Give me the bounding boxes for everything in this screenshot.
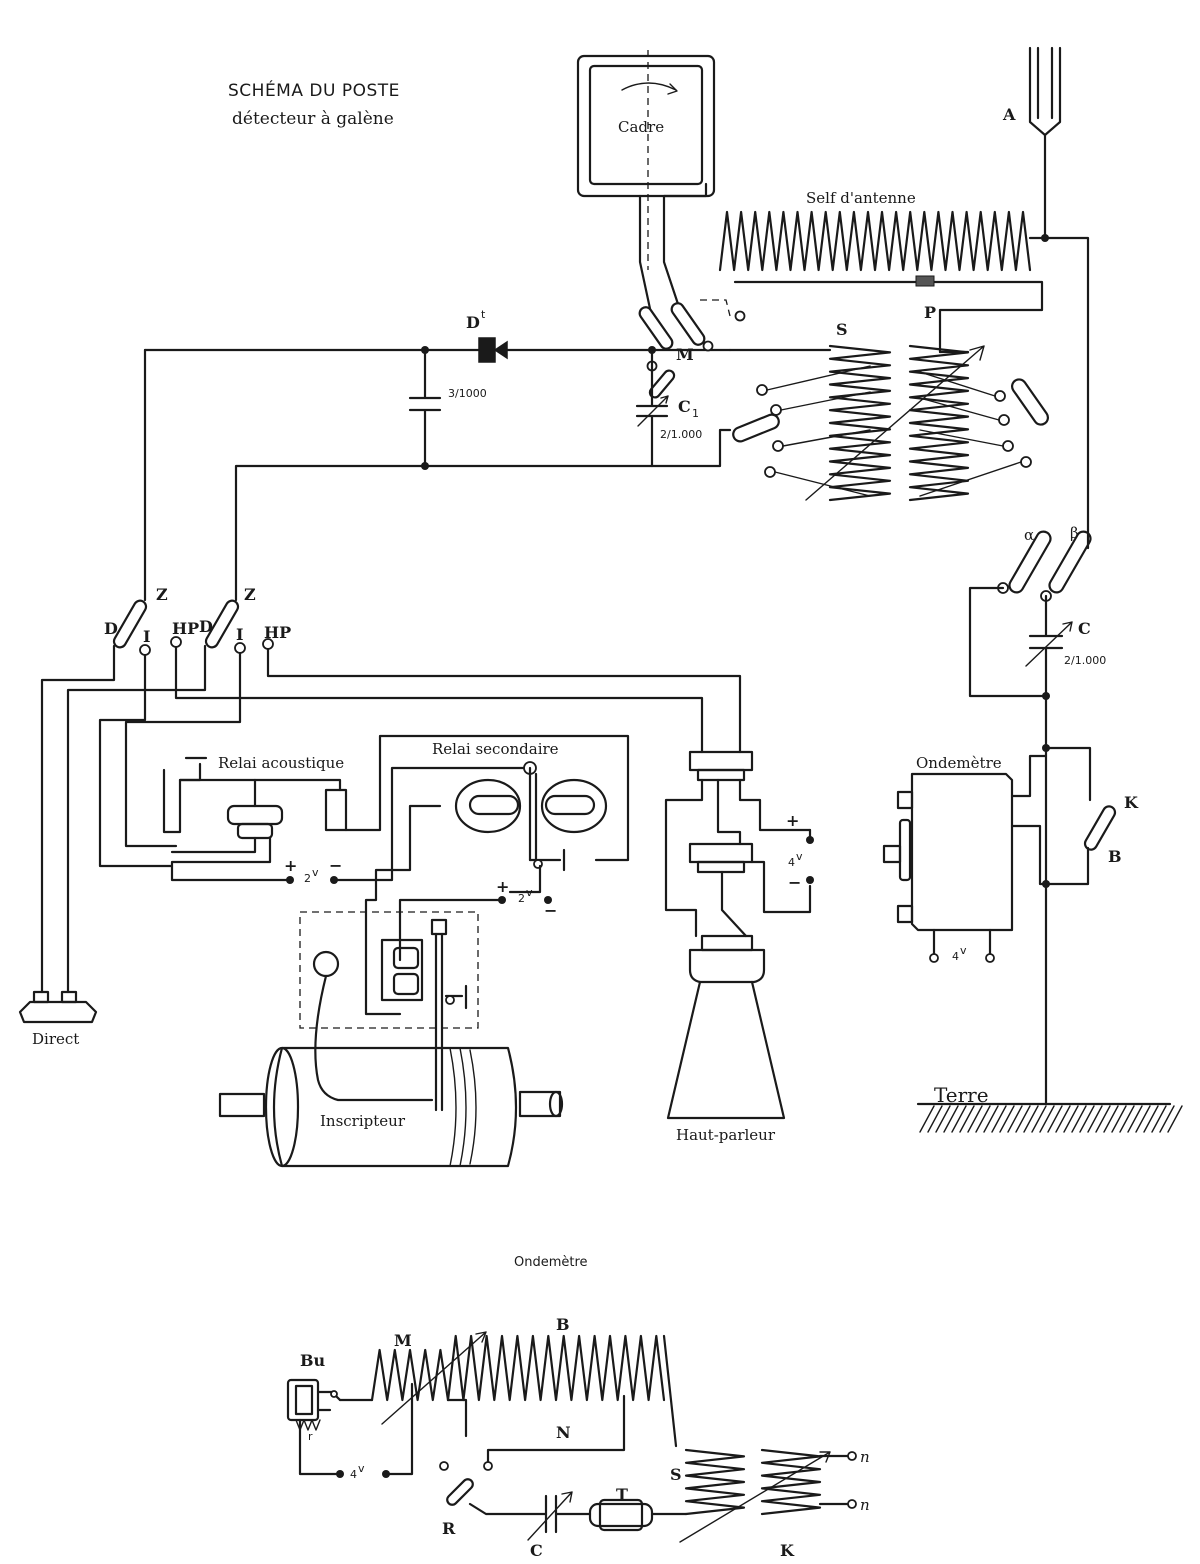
output-selector-switches: Z D I HP Z D I HP [40, 348, 742, 994]
wavemeter-detail-title: Ondemètre [514, 1255, 588, 1270]
switch-m-label: M [676, 345, 694, 364]
capacitor-3-1000-value: 3/1000 [448, 387, 487, 400]
battery2-unit: v [526, 886, 533, 899]
antenna-coil-label: Self d'antenne [806, 189, 916, 207]
capacitor-c1: C 1 2/1.000 [635, 348, 702, 468]
capacitor-c1-value: 2/1.000 [660, 428, 702, 441]
ground: Terre [916, 1083, 1183, 1133]
terminal-n1-label: n [860, 1448, 870, 1466]
switch-d2-label: D [199, 617, 213, 636]
switch-i1-label: I [143, 627, 150, 646]
battery3-value: 4 [788, 856, 795, 869]
coupler-coils: S P [234, 303, 1049, 602]
switch-alpha-label: α [1024, 526, 1034, 544]
direct-label: Direct [32, 1030, 79, 1048]
wavemeter-detail: Ondemètre Bu r 4 v M B N R C [286, 1255, 870, 1560]
wavemeter-battery-value: 4 [952, 950, 959, 963]
detector-sup: t [481, 308, 486, 321]
switch-hp2-label: HP [264, 623, 291, 642]
switch-hp1-label: HP [172, 619, 199, 638]
battery3-minus: − [788, 873, 801, 892]
switch-z1-label: Z [156, 585, 168, 604]
capacitor-c-label: C [1078, 619, 1091, 638]
ground-label: Terre [934, 1083, 989, 1107]
coil-p-label: P [924, 303, 936, 322]
loudspeaker: + 4 v − Haut-parleur [664, 750, 814, 1144]
buzzer-label: Bu [300, 1351, 326, 1370]
coil-m-label: M [394, 1331, 412, 1350]
switch-r-label: R [442, 1519, 456, 1538]
antenna-coil: Self d'antenne [718, 189, 1090, 532]
capacitor-3-1000: 3/1000 [408, 346, 487, 470]
switch-z2-label: Z [244, 585, 256, 604]
acoustic-relay-label: Relai acoustique [218, 754, 344, 772]
wavemeter-battery-unit: v [960, 944, 967, 957]
capacitor-c1-sub: 1 [692, 407, 699, 420]
coil-b-label: B [556, 1315, 570, 1334]
capacitor-c1-label: C [678, 397, 691, 416]
recorder-relay-box [299, 911, 479, 1112]
battery1-value: 2 [304, 872, 311, 885]
switch-k-label: K [1124, 793, 1139, 812]
coil-k-detail-label: K [780, 1541, 795, 1560]
battery3-plus: + [786, 811, 799, 830]
switch-beta-label: β [1070, 524, 1079, 542]
battery1-plus: + [284, 856, 297, 875]
frame-label: Cadre [618, 118, 664, 136]
switch-i2-label: I [236, 625, 243, 644]
battery2-value: 2 [518, 892, 525, 905]
battery2-minus: − [544, 901, 557, 920]
battery2-plus: + [496, 877, 509, 896]
secondary-relay-label: Relai secondaire [432, 740, 559, 758]
title-line-1: SCHÉMA DU POSTE [228, 79, 400, 101]
switch-d1-label: D [104, 619, 118, 638]
detail-battery-value: 4 [350, 1468, 357, 1481]
coil-s-detail-label: S [670, 1465, 682, 1484]
recorder-label: Inscripteur [320, 1112, 406, 1130]
resistor-label: r [308, 1430, 313, 1443]
recorder: Inscripteur [218, 1046, 564, 1168]
coil-s-label: S [836, 320, 848, 339]
capacitor-c-value: 2/1.000 [1064, 654, 1106, 667]
loudspeaker-label: Haut-parleur [676, 1126, 776, 1144]
antenna: A [1002, 46, 1062, 240]
direct-jack: Direct [18, 990, 98, 1048]
switch-k: K B [1044, 746, 1139, 886]
terminal-n2-label: n [860, 1496, 870, 1514]
schematic-title: SCHÉMA DU POSTE détecteur à galène [228, 79, 400, 129]
detector-label: D [466, 313, 480, 332]
detail-battery-unit: v [358, 1462, 365, 1475]
antenna-label: A [1002, 105, 1016, 124]
battery1-unit: v [312, 866, 319, 879]
battery1-minus: − [329, 856, 342, 875]
switch-m: M [638, 299, 746, 372]
title-line-2: détecteur à galène [232, 109, 394, 129]
alpha-beta-switches: α β C 2/1.000 [968, 524, 1106, 1106]
capacitor-c-detail-label: C [530, 1541, 543, 1560]
battery3-unit: v [796, 850, 803, 863]
switch-b-label: B [1108, 847, 1122, 866]
wavemeter-label: Ondemètre [916, 754, 1002, 772]
tap-n-label: N [556, 1423, 571, 1442]
wavemeter-box: Ondemètre 4 v [882, 744, 1050, 963]
frame-antenna: Cadre [576, 50, 716, 320]
secondary-relay: Relai secondaire + 2 v − [332, 740, 608, 1016]
acoustic-relay: Relai acoustique + 2 v − [162, 734, 630, 885]
tube-t-label: T [616, 1485, 628, 1504]
